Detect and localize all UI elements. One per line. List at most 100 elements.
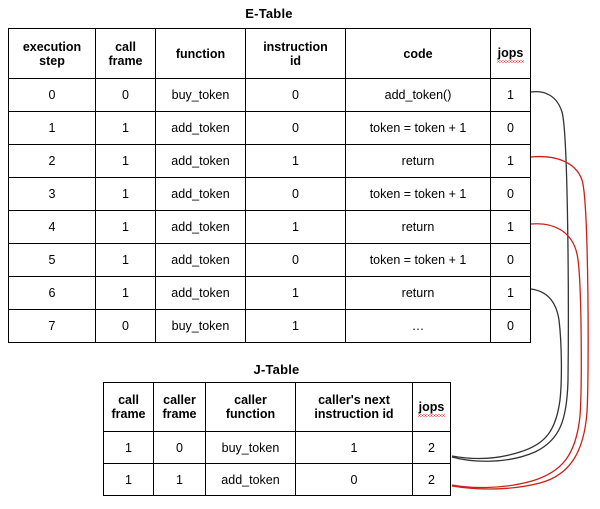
cell-callers-next-instruction-id: 0 <box>295 463 413 496</box>
cell-function: add_token <box>155 276 246 310</box>
e-table-header-row: execution step call frame function instr… <box>8 28 531 79</box>
e-table: execution step call frame function instr… <box>8 28 531 343</box>
header-line-1: call <box>115 39 136 54</box>
cell-caller-frame: 0 <box>153 431 206 464</box>
table-row: 4 1 add_token 1 return 1 <box>8 210 531 244</box>
cell-execution-step: 7 <box>8 309 96 343</box>
cell-instruction-id: 0 <box>245 177 346 211</box>
cell-function: buy_token <box>155 78 246 112</box>
cell-caller-frame: 1 <box>153 463 206 496</box>
cell-call-frame: 0 <box>95 309 156 343</box>
cell-instruction-id: 0 <box>245 111 346 145</box>
header-line-2: id <box>289 53 302 68</box>
table-row: 1 1 add_token 0 2 <box>103 463 451 496</box>
j-table: call frame caller frame caller function … <box>103 382 451 496</box>
table-row: 1 0 buy_token 1 2 <box>103 431 451 464</box>
table-row: 7 0 buy_token 1 … 0 <box>8 309 531 343</box>
cell-call-frame: 0 <box>95 78 156 112</box>
header-line-1: jops <box>496 46 525 63</box>
cell-call-frame: 1 <box>103 431 154 464</box>
e-table-header-code: code <box>345 28 491 79</box>
cell-function: add_token <box>155 111 246 145</box>
e-table-header-function: function <box>155 28 246 79</box>
cell-jops: 0 <box>490 309 531 343</box>
header-line-2: frame <box>108 53 143 68</box>
table-row: 2 1 add_token 1 return 1 <box>8 144 531 178</box>
cell-instruction-id: 1 <box>245 144 346 178</box>
j-table-title: J-Table <box>253 362 300 377</box>
e-table-header-instruction-id: instruction id <box>245 28 346 79</box>
header-line-2: instruction id <box>314 407 394 421</box>
e-table-header-execution-step: execution step <box>8 28 96 79</box>
cell-call-frame: 1 <box>95 111 156 145</box>
cell-jops: 0 <box>490 111 531 145</box>
cell-jops: 2 <box>412 463 451 496</box>
header-line-1: call <box>118 393 139 407</box>
cell-function: buy_token <box>155 309 246 343</box>
cell-execution-step: 4 <box>8 210 96 244</box>
cell-caller-function: buy_token <box>205 431 296 464</box>
cell-code: token = token + 1 <box>345 177 491 211</box>
cell-execution-step: 2 <box>8 144 96 178</box>
table-row: 0 0 buy_token 0 add_token() 1 <box>8 78 531 112</box>
cell-jops: 1 <box>490 78 531 112</box>
j-table-header-row: call frame caller frame caller function … <box>103 382 451 432</box>
cell-execution-step: 1 <box>8 111 96 145</box>
cell-function: add_token <box>155 177 246 211</box>
j-table-header-call-frame: call frame <box>103 382 154 432</box>
cell-function: add_token <box>155 144 246 178</box>
cell-jops: 1 <box>490 276 531 310</box>
cell-call-frame: 1 <box>95 144 156 178</box>
cell-callers-next-instruction-id: 1 <box>295 431 413 464</box>
cell-execution-step: 5 <box>8 243 96 277</box>
header-line-1: instruction <box>263 39 328 54</box>
cell-code: add_token() <box>345 78 491 112</box>
cell-execution-step: 0 <box>8 78 96 112</box>
cell-call-frame: 1 <box>95 177 156 211</box>
cell-instruction-id: 1 <box>245 309 346 343</box>
cell-call-frame: 1 <box>103 463 154 496</box>
cell-instruction-id: 0 <box>245 78 346 112</box>
cell-code: return <box>345 144 491 178</box>
j-table-header-caller-function: caller function <box>205 382 296 432</box>
cell-instruction-id: 0 <box>245 243 346 277</box>
cell-instruction-id: 1 <box>245 276 346 310</box>
j-table-header-jops: jops <box>412 382 451 432</box>
cell-code: token = token + 1 <box>345 111 491 145</box>
header-line-2: function <box>225 407 276 421</box>
header-line-1: function <box>175 46 226 61</box>
cell-execution-step: 6 <box>8 276 96 310</box>
e-table-title: E-Table <box>245 6 293 21</box>
cell-jops: 0 <box>490 243 531 277</box>
cell-code: return <box>345 276 491 310</box>
header-line-2: step <box>39 53 65 68</box>
cell-call-frame: 1 <box>95 276 156 310</box>
cell-jops: 1 <box>490 210 531 244</box>
cell-caller-function: add_token <box>205 463 296 496</box>
header-line-1: caller <box>234 393 267 407</box>
e-table-header-jops: jops <box>490 28 531 79</box>
header-line-2: frame <box>111 407 146 421</box>
header-line-1: execution <box>22 39 82 54</box>
j-table-header-callers-next-instruction-id: caller's next instruction id <box>295 382 413 432</box>
cell-call-frame: 1 <box>95 243 156 277</box>
header-line-1: caller <box>163 393 196 407</box>
cell-jops: 1 <box>490 144 531 178</box>
cell-code: token = token + 1 <box>345 243 491 277</box>
table-row: 6 1 add_token 1 return 1 <box>8 276 531 310</box>
cell-code: return <box>345 210 491 244</box>
table-row: 1 1 add_token 0 token = token + 1 0 <box>8 111 531 145</box>
header-line-1: caller's next <box>318 393 390 407</box>
e-table-header-call-frame: call frame <box>95 28 156 79</box>
header-line-1: code <box>403 46 433 61</box>
cell-jops: 2 <box>412 431 451 464</box>
table-row: 3 1 add_token 0 token = token + 1 0 <box>8 177 531 211</box>
cell-function: add_token <box>155 243 246 277</box>
header-line-2: frame <box>162 407 197 421</box>
table-row: 5 1 add_token 0 token = token + 1 0 <box>8 243 531 277</box>
j-table-header-caller-frame: caller frame <box>153 382 206 432</box>
cell-jops: 0 <box>490 177 531 211</box>
cell-execution-step: 3 <box>8 177 96 211</box>
j-table-body: 1 0 buy_token 1 2 1 1 add_token 0 2 <box>103 431 451 496</box>
